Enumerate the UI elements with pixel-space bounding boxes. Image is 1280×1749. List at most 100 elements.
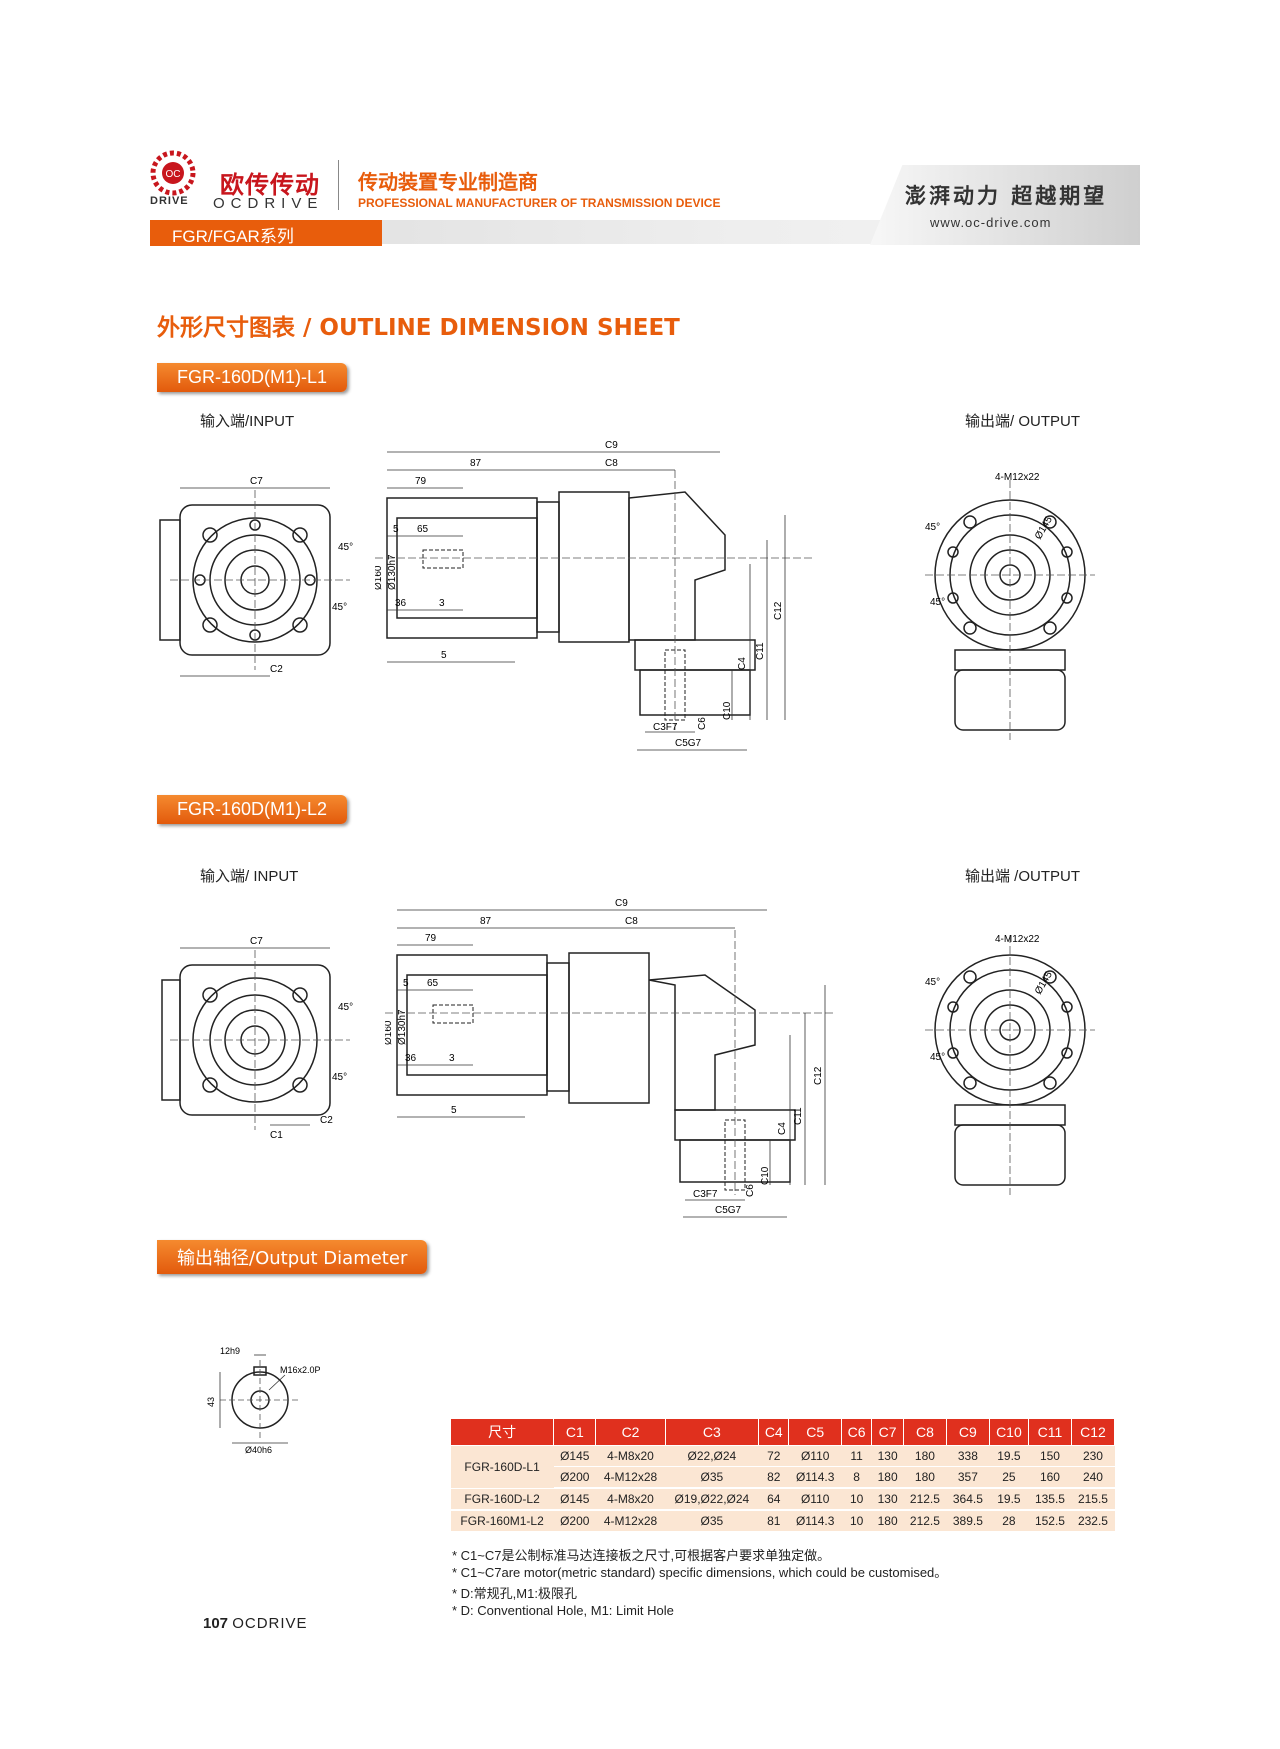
table-cell: 152.5 — [1028, 1510, 1072, 1532]
page-number: 107 — [203, 1615, 229, 1632]
dim-c4-l2: C4 — [777, 1122, 788, 1135]
dim-45-l1a: 45° — [338, 542, 353, 553]
model-tab-l1: FGR-160D(M1)-L1 — [157, 363, 348, 392]
table-cell: 212.5 — [903, 1488, 947, 1511]
footer-brand: OCDRIVE — [232, 1615, 308, 1632]
dim-87-l2: 87 — [480, 916, 492, 927]
series-badge: FGR/FGAR系列 — [150, 220, 382, 246]
dim-36-l2: 36 — [405, 1053, 417, 1064]
dim-c10-l1: C10 — [722, 701, 733, 720]
table-cell: 160 — [1028, 1466, 1072, 1489]
shaft-diameter: Ø40h6 — [245, 1445, 272, 1455]
dim-65-l1: 65 — [417, 524, 429, 535]
shaft-key: 12h9 — [220, 1346, 240, 1356]
dim-c3-l2: C3F7 — [693, 1189, 718, 1200]
table-cell: 11 — [841, 1445, 872, 1467]
table-cell: 215.5 — [1071, 1488, 1115, 1511]
dim-c10-l2: C10 — [760, 1166, 771, 1185]
table-cell: 19.5 — [989, 1488, 1029, 1511]
l1-input-view: C7 C2 45° 45° — [159, 476, 353, 677]
table-cell: 10 — [841, 1510, 872, 1532]
dim-79-l1: 79 — [415, 476, 427, 487]
note-3: * D:常规孔,M1:极限孔 — [452, 1586, 577, 1601]
dim-c1-l2: C1 — [270, 1130, 283, 1141]
slogan: 澎湃动力 超越期望 — [905, 183, 1108, 208]
table-cell: 28 — [989, 1510, 1029, 1532]
dim-45-out-l2b: 45° — [930, 1052, 945, 1063]
model-tab-l2: FGR-160D(M1)-L2 — [157, 795, 348, 824]
table-cell: 212.5 — [903, 1510, 947, 1532]
table-header-12: C12 — [1070, 1418, 1116, 1446]
svg-text:OC: OC — [166, 169, 181, 180]
logo-drive-text: DRIVE — [150, 195, 189, 207]
input-label-l1: 输入端/INPUT — [200, 413, 295, 430]
table-header-5: C5 — [788, 1418, 842, 1446]
dim-c4-l1: C4 — [737, 657, 748, 670]
dim-45-l1b: 45° — [332, 602, 347, 613]
table-header-1: C1 — [553, 1418, 597, 1446]
l2-input-view: C7 C1 C2 45° 45° — [161, 936, 353, 1141]
website: www.oc-drive.com — [930, 215, 1052, 230]
l1-output-view: 4-M12x22 Ø145 45° 45° — [925, 472, 1095, 740]
dim-c3-l1: C3F7 — [653, 722, 678, 733]
dim-5b-l2: 5 — [451, 1105, 457, 1116]
dim-c2-l2: C2 — [320, 1115, 333, 1126]
table-header-11: C11 — [1028, 1418, 1072, 1446]
dim-36-l1: 36 — [395, 598, 407, 609]
table-header-8: C8 — [902, 1418, 947, 1446]
table-cell: 180 — [871, 1466, 904, 1489]
table-cell: Ø200 — [553, 1466, 596, 1489]
dim-87-l1: 87 — [470, 458, 482, 469]
table-cell: Ø35 — [665, 1466, 759, 1489]
dim-c2-l1: C2 — [270, 664, 283, 675]
dim-phi130-l1: Ø130h7 — [387, 554, 398, 590]
input-label-l2: 输入端/ INPUT — [200, 868, 299, 885]
table-header-2: C2 — [595, 1418, 666, 1446]
dim-c11-l2: C11 — [793, 1107, 804, 1125]
output-diameter-tab: 输出轴径/Output Diameter — [157, 1240, 428, 1274]
note-1: * C1~C7是公制标准马达连接板之尺寸,可根据客户要求单独定做。 — [452, 1548, 831, 1563]
table-cell: 150 — [1028, 1445, 1072, 1467]
shaft-height: 43 — [206, 1397, 216, 1407]
dim-c9-l1: C9 — [605, 440, 618, 451]
table-cell: 82 — [758, 1466, 789, 1489]
table-cell: 4-M8x20 — [595, 1488, 666, 1511]
table-cell: Ø114.3 — [788, 1510, 842, 1532]
dim-45-out-l2a: 45° — [925, 977, 940, 988]
dim-45-out-l1a: 45° — [925, 522, 940, 533]
table-header-9: C9 — [945, 1418, 990, 1446]
dim-c9-l2: C9 — [615, 898, 628, 909]
dim-65-l2: 65 — [427, 978, 439, 989]
dim-3-l2: 3 — [449, 1053, 455, 1064]
table-cell: 230 — [1071, 1445, 1115, 1467]
table-cell: 72 — [758, 1445, 789, 1467]
notes: * C1~C7是公制标准马达连接板之尺寸,可根据客户要求单独定做。 * C1~C… — [452, 1547, 1152, 1619]
brand-name-en: OCDRIVE — [213, 195, 324, 212]
table-cell: 232.5 — [1071, 1510, 1115, 1532]
table-model-cell: FGR-160D-L1 — [450, 1445, 554, 1489]
table-cell: 389.5 — [946, 1510, 990, 1532]
dim-c12-l2: C12 — [813, 1066, 824, 1085]
table-cell: 180 — [871, 1510, 904, 1532]
note-2: * C1~C7are motor(metric standard) specif… — [452, 1565, 948, 1580]
table-cell: 240 — [1071, 1466, 1115, 1489]
shaft-thread: M16x2.0P — [280, 1365, 321, 1375]
header-band-right — [870, 165, 1140, 245]
table-model-cell: FGR-160D-L2 — [450, 1488, 554, 1511]
dim-c8-l1: C8 — [605, 458, 618, 469]
table-cell: Ø200 — [553, 1510, 596, 1532]
table-cell: 180 — [903, 1466, 947, 1489]
dim-c6-l2: C6 — [745, 1184, 756, 1197]
tagline-en: PROFESSIONAL MANUFACTURER OF TRANSMISSIO… — [358, 196, 721, 210]
table-cell: Ø110 — [788, 1488, 842, 1511]
output-label-l2: 输出端 /OUTPUT — [965, 868, 1080, 885]
table-cell: Ø145 — [553, 1488, 596, 1511]
table-cell: 4-M12x28 — [595, 1510, 666, 1532]
table-cell: 4-M12x28 — [595, 1466, 666, 1489]
table-cell: Ø19,Ø22,Ø24 — [665, 1488, 759, 1511]
